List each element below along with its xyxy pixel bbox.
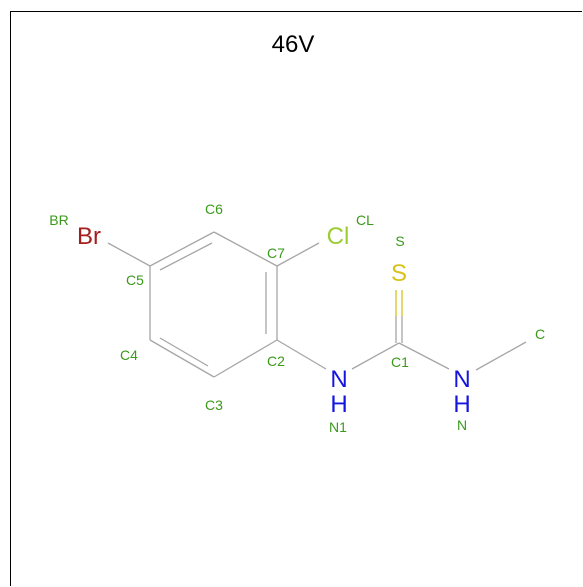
- atom-label-c1: C1: [391, 354, 409, 370]
- bonds: [107, 231, 527, 378]
- bond-n1-c1: [351, 342, 400, 370]
- atom-label-c7: C7: [267, 245, 285, 261]
- atom-label-n1: N1: [329, 419, 347, 435]
- bond-c6-c7: [213, 231, 278, 267]
- nitrogen-atom-n1: N: [330, 366, 347, 393]
- bond-c5-c6-inner: [159, 242, 213, 271]
- atom-label-c2: C2: [267, 353, 285, 369]
- bond-c1-n: [398, 342, 450, 370]
- hydrogen-on-n: H: [453, 391, 470, 418]
- molecule-title: 46V: [272, 31, 315, 58]
- bond-c1-s: [395, 290, 403, 316]
- bond-c2-c3: [213, 339, 278, 378]
- bond-c5-c6: [149, 231, 215, 267]
- atom-label-c6: C6: [205, 201, 223, 217]
- bond-c2-n1: [276, 339, 327, 370]
- bond-n-c: [475, 341, 527, 371]
- atom-label-n: N: [457, 417, 467, 433]
- hydrogen-on-n1: H: [330, 391, 347, 418]
- sulfur-atom: S: [391, 260, 407, 287]
- bond-c3-c4-inner: [159, 337, 209, 367]
- atom-label-c5: C5: [126, 272, 144, 288]
- bond-c5-br: [107, 242, 151, 267]
- bond-c3-c4: [149, 339, 215, 378]
- atom-label-cl: CL: [356, 212, 374, 228]
- atom-label-c4: C4: [120, 347, 138, 363]
- image-frame: [10, 11, 582, 586]
- chlorine-atom: Cl: [327, 223, 350, 250]
- bromine-atom: Br: [77, 223, 101, 250]
- atom-label-c3: C3: [205, 397, 223, 413]
- nitrogen-atom-n: N: [453, 366, 470, 393]
- bond-c7-cl: [276, 242, 320, 267]
- atom-label-c: C: [535, 326, 545, 342]
- atom-label-s: S: [395, 233, 404, 249]
- atom-label-br: BR: [49, 212, 68, 228]
